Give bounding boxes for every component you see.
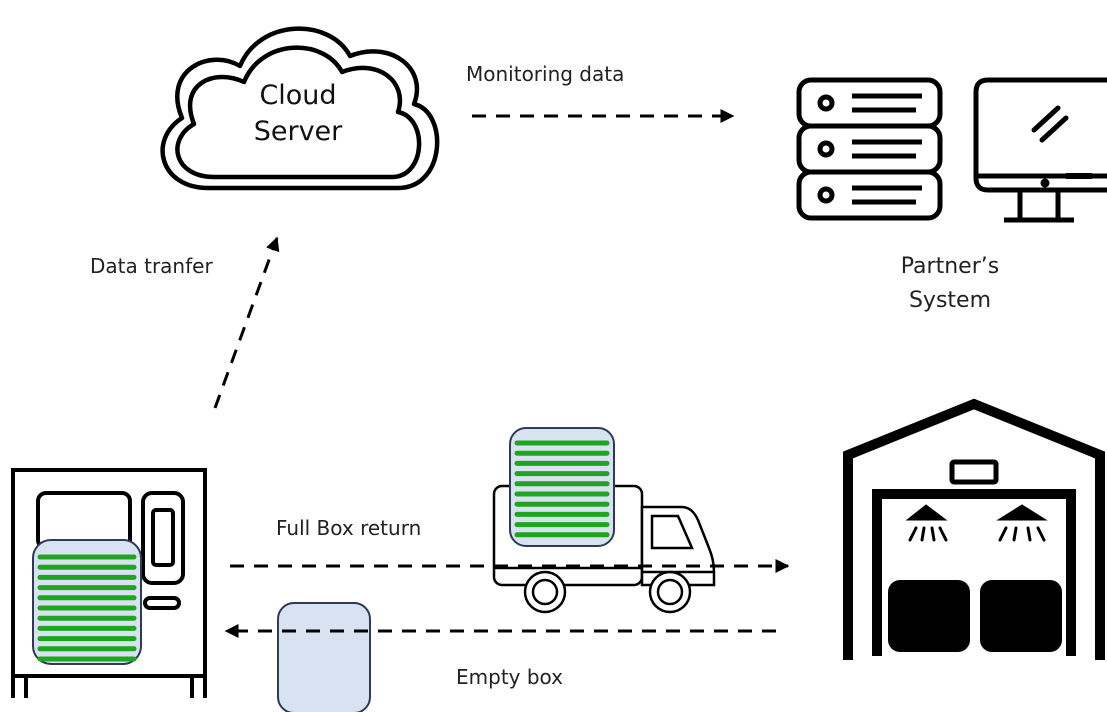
warehouse-doors [888, 580, 1062, 652]
partner-line-1: Partner’s [900, 254, 1000, 279]
full-box-return-label: Full Box return [276, 516, 422, 540]
full-box-at-station [32, 539, 142, 665]
partner-system-label: Partner’s System [890, 250, 1010, 318]
data-transfer-label: Data tranfer [90, 254, 213, 278]
cloud-line-1: Cloud [259, 80, 337, 111]
partner-line-2: System [908, 288, 992, 313]
data-transfer-arrow [213, 236, 280, 409]
cloud-server-label: Cloud Server [218, 78, 378, 150]
desktop-monitor-icon [973, 77, 1107, 223]
server-rack-icon [796, 77, 943, 221]
monitoring-data-label: Monitoring data [466, 62, 625, 86]
full-box-on-truck [509, 427, 615, 547]
empty-box-label: Empty box [456, 665, 564, 689]
warehouse-lights [905, 504, 1048, 542]
empty-box [277, 602, 371, 712]
cloud-line-2: Server [253, 116, 343, 147]
cloud-icon [160, 26, 440, 191]
warehouse-icon [843, 398, 1105, 660]
